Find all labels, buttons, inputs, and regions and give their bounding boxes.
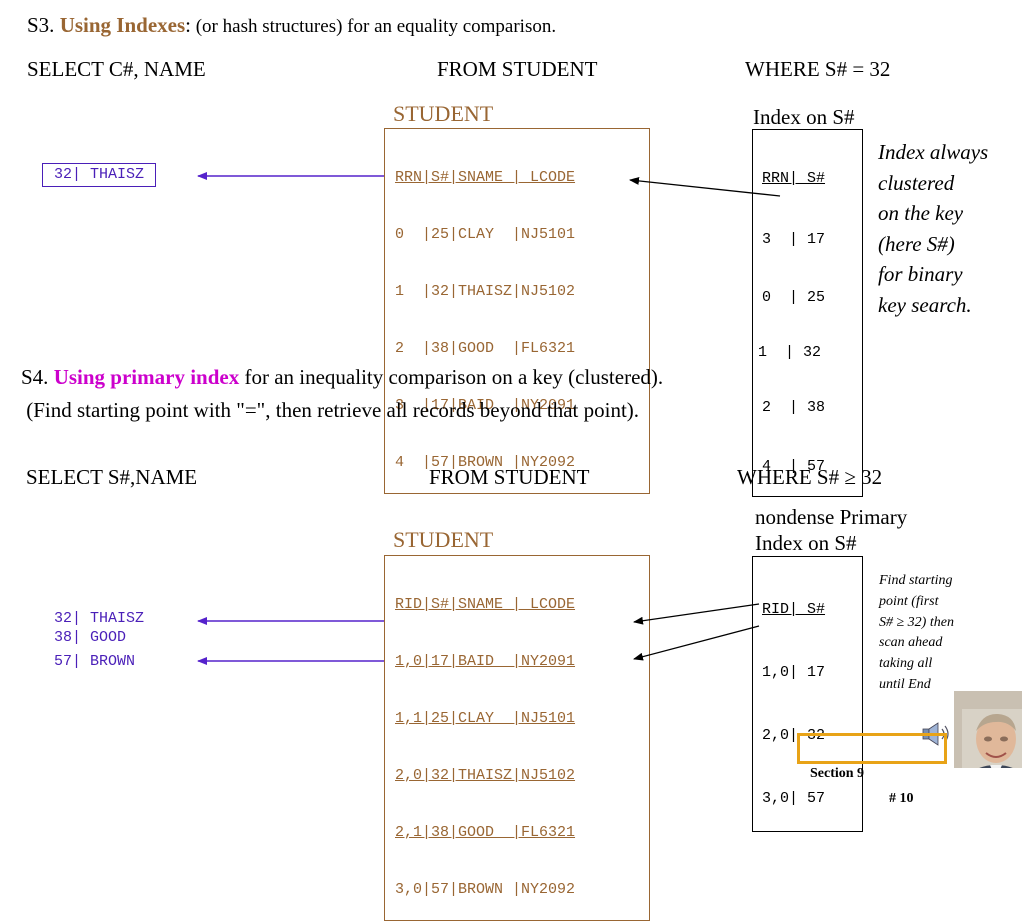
note-line: key search. <box>878 292 972 317</box>
note-line: Index always <box>878 140 989 164</box>
note-line: until End <box>879 676 931 692</box>
index-row: 2,0| 32 <box>762 727 826 744</box>
s4-index-title-2: Index on S# <box>755 531 857 555</box>
index-row: 3,0| 57 <box>762 790 826 807</box>
footer-section: Section 9 <box>810 766 865 781</box>
s4-index-pointer-arrow-1 <box>633 603 760 625</box>
s4-prefix: S4. <box>21 365 54 389</box>
s3-table-title: STUDENT <box>393 101 494 126</box>
table-row: 1 |32|THAISZ|NJ5102 <box>395 283 576 300</box>
s3-index-title: Index on S# <box>753 105 855 129</box>
note-line: clustered <box>878 170 955 195</box>
s4-from: FROM STUDENT <box>429 465 590 489</box>
table-header: RID|S#|SNAME | LCODE <box>395 596 576 613</box>
index-row: 1,0| 17 <box>762 664 826 681</box>
footer-page-box: Section 9 # 10 <box>797 733 947 806</box>
speaker-icon[interactable] <box>912 702 949 746</box>
index-row: 3 | 17 <box>762 230 826 248</box>
note-line: S# ≥ 32) then <box>879 614 954 630</box>
result-row: 57| BROWN <box>54 653 136 670</box>
note-line: (here S#) <box>878 231 955 256</box>
s3-heading: S3. Using Indexes: (or hash structures) … <box>27 13 556 38</box>
table-row: 2 |38|GOOD |FL6321 <box>395 340 576 357</box>
arrows-overlay <box>197 172 781 665</box>
s4-where: WHERE S# ≥ 32 <box>737 465 883 489</box>
s4-select: SELECT S#,NAME <box>26 465 198 489</box>
s3-result-box: 32| THAISZ <box>42 163 157 187</box>
s4-title: Using primary index <box>53 365 240 389</box>
note-line: on the key <box>878 201 964 225</box>
index-header: RID| S# <box>762 601 826 618</box>
note-line: point (first <box>879 593 939 609</box>
index-row: 4 | 57 <box>762 457 826 475</box>
s3-heading-rest: (or hash structures) for an equality com… <box>190 16 557 37</box>
s4-note: Find starting point (first S# ≥ 32) then sc… <box>879 571 954 696</box>
s3-index-table: RRN| S# 3 | 17 0 | 25 1 | 32 2 | 38 4 | … <box>752 129 863 497</box>
table-row: 2,0|32|THAISZ|NJ5102 <box>395 767 576 784</box>
s3-note: Index always clustered on the key (here S#)… <box>878 137 988 320</box>
index-row: 0 | 25 <box>762 289 826 306</box>
table-row: 1,1|25|CLAY |NJ5101 <box>395 710 576 727</box>
result-row: 38| GOOD <box>54 629 127 646</box>
note-line: for binary <box>878 262 963 286</box>
table-row: 3,0|57|BROWN |NY2092 <box>395 881 576 898</box>
table-row: 4 |57|BROWN |NY2092 <box>395 454 576 471</box>
index-row: 1 | 32 <box>758 343 822 361</box>
s4-table-title: STUDENT <box>393 527 494 552</box>
s3-prefix: S3. <box>27 13 60 37</box>
s3-colon: : <box>185 13 191 37</box>
s4-subheading: (Find starting point with "=", then retr… <box>21 398 640 422</box>
s4-index-pointer-arrow-2 <box>633 625 760 661</box>
result-row: 32| THAISZ <box>54 610 145 627</box>
index-header: RRN| S# <box>762 170 826 187</box>
table-header: RRN|S#|SNAME | LCODE <box>395 169 576 186</box>
s4-index-title-1: nondense Primary <box>755 505 908 529</box>
index-row: 2 | 38 <box>762 399 826 416</box>
s3-select: SELECT C#, NAME <box>27 57 206 81</box>
s3-student-table: RRN|S#|SNAME | LCODE 0 |25|CLAY |NJ5101 … <box>384 128 650 494</box>
note-line: Find starting <box>879 573 953 588</box>
footer-page-number: # 10 <box>889 791 914 806</box>
note-line: scan ahead <box>879 635 943 651</box>
s4-results: 32| THAISZ 38| GOOD 57| BROWN <box>54 609 144 671</box>
note-line: taking all <box>879 656 933 672</box>
table-row: 2,1|38|GOOD |FL6321 <box>395 824 576 841</box>
presenter-photo <box>954 691 1022 768</box>
s3-from: FROM STUDENT <box>437 57 598 81</box>
table-row: 0 |25|CLAY |NJ5101 <box>395 226 576 243</box>
table-row: 3 |17|BAID |NY2091 <box>395 397 576 414</box>
s3-title: Using Indexes <box>59 13 186 37</box>
s4-heading: S4. Using primary index for an inequalit… <box>21 365 663 390</box>
s3-where: WHERE S# = 32 <box>745 57 891 81</box>
table-row: 1,0|17|BAID |NY2091 <box>395 653 576 670</box>
s3-index-pointer-arrow <box>629 176 781 197</box>
s4-heading-rest: for an inequality comparison on a key (c… <box>239 365 664 389</box>
